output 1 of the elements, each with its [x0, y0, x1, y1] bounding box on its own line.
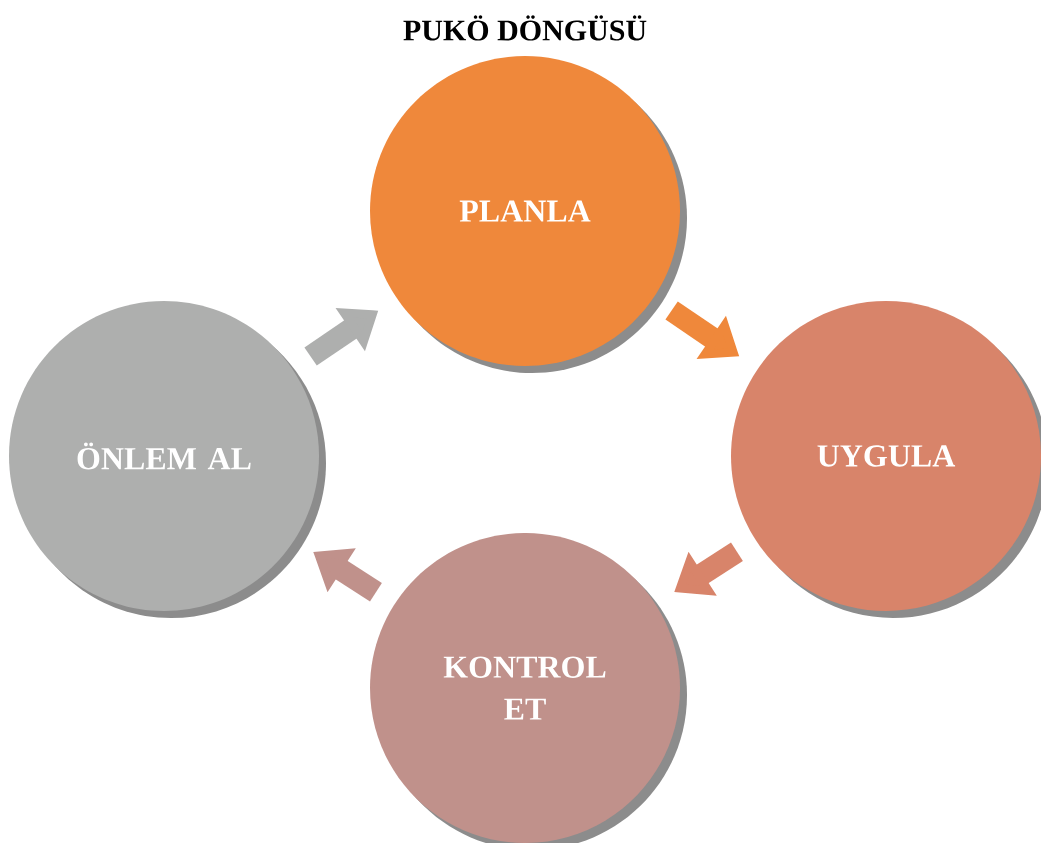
title: PUKÖ DÖNGÜSÜ [403, 15, 647, 41]
